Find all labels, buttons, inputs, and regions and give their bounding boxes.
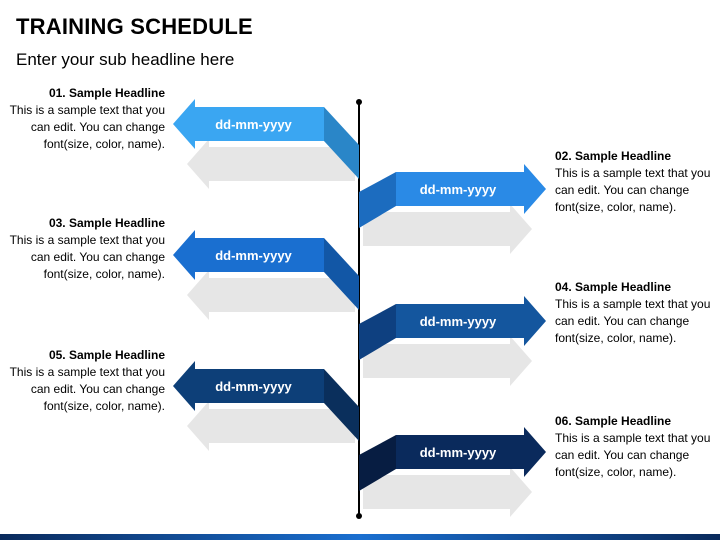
timeline-event-1: dd-mm-yyyy <box>173 99 359 189</box>
date-label: dd-mm-yyyy <box>420 182 497 197</box>
event-headline: 03. Sample Headline <box>48 216 165 230</box>
date-arrow <box>173 99 324 149</box>
date-arrow <box>396 427 546 477</box>
arrow-fold <box>359 304 396 360</box>
event-headline: 04. Sample Headline <box>555 280 672 294</box>
event-description: This is a sample text that you can edit.… <box>9 233 165 281</box>
event-headline: 06. Sample Headline <box>555 414 672 428</box>
event-description: This is a sample text that you can edit.… <box>555 166 711 214</box>
axis-start-dot <box>356 99 362 105</box>
date-label: dd-mm-yyyy <box>215 117 292 132</box>
arrow-fold <box>324 238 359 310</box>
footer-bar <box>0 534 720 540</box>
arrow-shadow <box>363 336 532 386</box>
event-headline: 01. Sample Headline <box>48 86 165 100</box>
arrow-fold <box>324 107 359 179</box>
event-description: This is a sample text that you can edit.… <box>9 365 165 413</box>
date-label: dd-mm-yyyy <box>420 314 497 329</box>
timeline-event-6: dd-mm-yyyy <box>359 427 546 517</box>
event-description: This is a sample text that you can edit.… <box>555 431 711 479</box>
timeline-event-2: dd-mm-yyyy <box>359 164 546 254</box>
timeline-event-4: dd-mm-yyyy <box>359 296 546 386</box>
timeline-event-5: dd-mm-yyyy <box>173 361 359 451</box>
arrow-fold <box>359 172 396 228</box>
event-description: This is a sample text that you can edit.… <box>9 103 165 151</box>
arrow-fold <box>359 435 396 491</box>
date-arrow <box>396 296 546 346</box>
event-headline: 05. Sample Headline <box>48 348 165 362</box>
page-subtitle: Enter your sub headline here <box>16 50 235 69</box>
arrow-shadow <box>363 467 532 517</box>
date-label: dd-mm-yyyy <box>420 445 497 460</box>
arrow-fold <box>324 369 359 441</box>
date-arrow <box>173 361 324 411</box>
arrow-shadow <box>187 270 355 320</box>
date-arrow <box>173 230 324 280</box>
timeline-event-3: dd-mm-yyyy <box>173 230 359 320</box>
page-title: TRAINING SCHEDULE <box>16 14 253 39</box>
arrow-shadow <box>187 401 355 451</box>
event-headline: 02. Sample Headline <box>555 149 672 163</box>
event-description: This is a sample text that you can edit.… <box>555 297 711 345</box>
date-label: dd-mm-yyyy <box>215 248 292 263</box>
arrow-shadow <box>363 204 532 254</box>
axis-end-dot <box>356 513 362 519</box>
date-label: dd-mm-yyyy <box>215 379 292 394</box>
date-arrow <box>396 164 546 214</box>
arrow-shadow <box>187 139 355 189</box>
